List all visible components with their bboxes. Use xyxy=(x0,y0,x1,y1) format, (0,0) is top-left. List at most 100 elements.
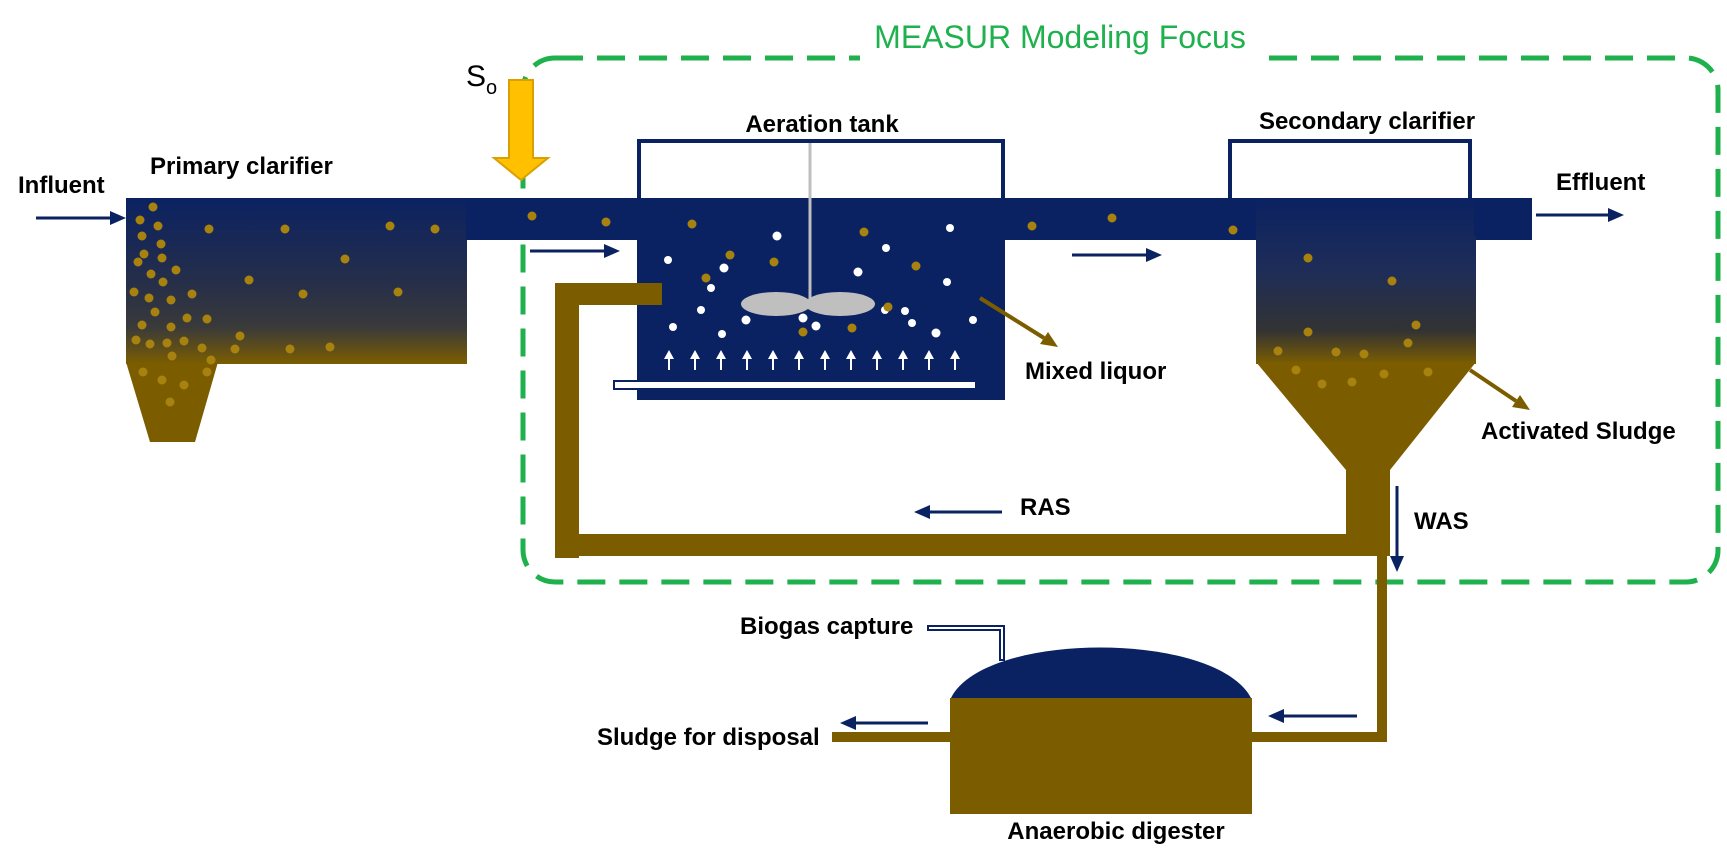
sludge-particle xyxy=(1411,320,1421,330)
sludge-particle xyxy=(166,295,176,305)
air-bubble xyxy=(697,306,705,314)
sludge-particle xyxy=(206,355,216,365)
activated-sludge-label: Activated Sludge xyxy=(1481,418,1676,445)
air-bubble xyxy=(908,319,916,327)
air-bubble xyxy=(669,323,677,331)
ras-arrow-icon xyxy=(914,505,1002,519)
air-bubble xyxy=(707,284,715,292)
ras-label: RAS xyxy=(1020,494,1071,521)
disposal-pipe xyxy=(832,732,952,742)
anaerobic-digester-label: Anaerobic digester xyxy=(1007,818,1224,845)
effluent-label: Effluent xyxy=(1556,169,1645,196)
air-bubble xyxy=(719,263,729,273)
sludge-particle xyxy=(883,302,893,312)
flow-arrows xyxy=(36,208,1624,730)
sludge-particle xyxy=(129,287,139,297)
ras-return-inlet-pipe xyxy=(555,283,662,305)
diffuser-bar xyxy=(613,380,977,390)
sludge-particle xyxy=(393,287,403,297)
air-bubble xyxy=(811,321,821,331)
sludge-particle xyxy=(1291,365,1301,375)
sludge-particle xyxy=(158,277,168,287)
air-bubble xyxy=(901,307,909,315)
sludge-particle xyxy=(1273,346,1283,356)
sludge-particle xyxy=(298,289,308,299)
sludge-particle xyxy=(138,367,148,377)
secondary-clarifier-label: Secondary clarifier xyxy=(1259,108,1475,135)
air-arrow-icon xyxy=(690,350,700,370)
air-arrow-icon xyxy=(872,350,882,370)
so-label: So xyxy=(466,60,497,99)
sludge-particle xyxy=(153,221,163,231)
primary-to-aeration-arrow-icon xyxy=(530,244,620,258)
sludge-particle xyxy=(139,249,149,259)
sludge-particle xyxy=(1359,349,1369,359)
air-bubble xyxy=(772,231,782,241)
sludge-particle xyxy=(527,211,537,221)
sludge-for-disposal-label: Sludge for disposal xyxy=(597,724,820,751)
sludge-particle xyxy=(157,253,167,263)
focus-title: MEASUR Modeling Focus xyxy=(874,19,1246,55)
influent-label: Influent xyxy=(18,172,105,199)
air-bubble xyxy=(798,313,808,323)
sludge-piping xyxy=(555,283,1390,742)
sludge-particle xyxy=(385,221,395,231)
sludge-particle xyxy=(137,320,147,330)
air-bubble xyxy=(882,244,890,252)
sludge-particle xyxy=(204,224,214,234)
sludge-particle xyxy=(1331,347,1341,357)
sludge-particle xyxy=(179,380,189,390)
sludge-particle xyxy=(197,343,207,353)
sludge-particle xyxy=(187,289,197,299)
sludge-particle xyxy=(202,314,212,324)
was-arrow-icon xyxy=(1390,486,1404,572)
air-bubble xyxy=(718,330,726,338)
sludge-particle xyxy=(1423,367,1433,377)
so-input-arrow-icon xyxy=(491,79,551,182)
secondary-clarifier-frame xyxy=(1228,139,1472,202)
impeller-right-icon xyxy=(805,292,875,316)
modeling-focus-boundary: MEASUR Modeling Focus xyxy=(520,14,1721,585)
air-bubble xyxy=(741,315,751,325)
sludge-particle xyxy=(179,336,189,346)
aeration-tank-label: Aeration tank xyxy=(745,111,899,138)
air-arrow-icon xyxy=(950,350,960,370)
sludge-particle xyxy=(1303,253,1313,263)
focus-title-backdrop xyxy=(860,14,1260,64)
sludge-particle xyxy=(1379,369,1389,379)
primary-clarifier xyxy=(126,198,467,442)
aeration-to-secondary-arrow-icon xyxy=(1072,248,1162,262)
aeration-bubbles xyxy=(664,224,977,338)
sludge-particle xyxy=(911,261,921,271)
digester-body xyxy=(950,698,1252,814)
digester-dome xyxy=(950,647,1252,700)
sludge-particle xyxy=(601,217,611,227)
aeration-tank-body xyxy=(637,238,1005,400)
air-bubble xyxy=(853,267,863,277)
air-bubble xyxy=(664,256,672,264)
sludge-particle xyxy=(1107,213,1117,223)
sludge-particle xyxy=(244,275,254,285)
sludge-particle xyxy=(135,215,145,225)
sludge-particle xyxy=(148,202,158,212)
sludge-particle xyxy=(1403,338,1413,348)
sludge-particle xyxy=(146,269,156,279)
effluent-arrow-icon xyxy=(1536,208,1624,222)
aeration-tank xyxy=(613,139,1005,400)
sludge-particle xyxy=(165,397,175,407)
sludge-particle xyxy=(182,313,192,323)
sludge-particle xyxy=(144,293,154,303)
secondary-clarifier xyxy=(1228,139,1476,543)
primary-clarifier-basin xyxy=(126,198,467,364)
was-to-digester-pipe xyxy=(1250,732,1387,742)
sludge-particle xyxy=(430,224,440,234)
sludge-particle xyxy=(230,344,240,354)
was-label: WAS xyxy=(1414,508,1469,535)
air-bubble xyxy=(969,316,977,324)
sludge-particle xyxy=(150,307,160,317)
sludge-particle xyxy=(769,257,779,267)
sludge-particle xyxy=(725,250,735,260)
air-arrow-icon xyxy=(846,350,856,370)
sludge-particle xyxy=(1387,276,1397,286)
